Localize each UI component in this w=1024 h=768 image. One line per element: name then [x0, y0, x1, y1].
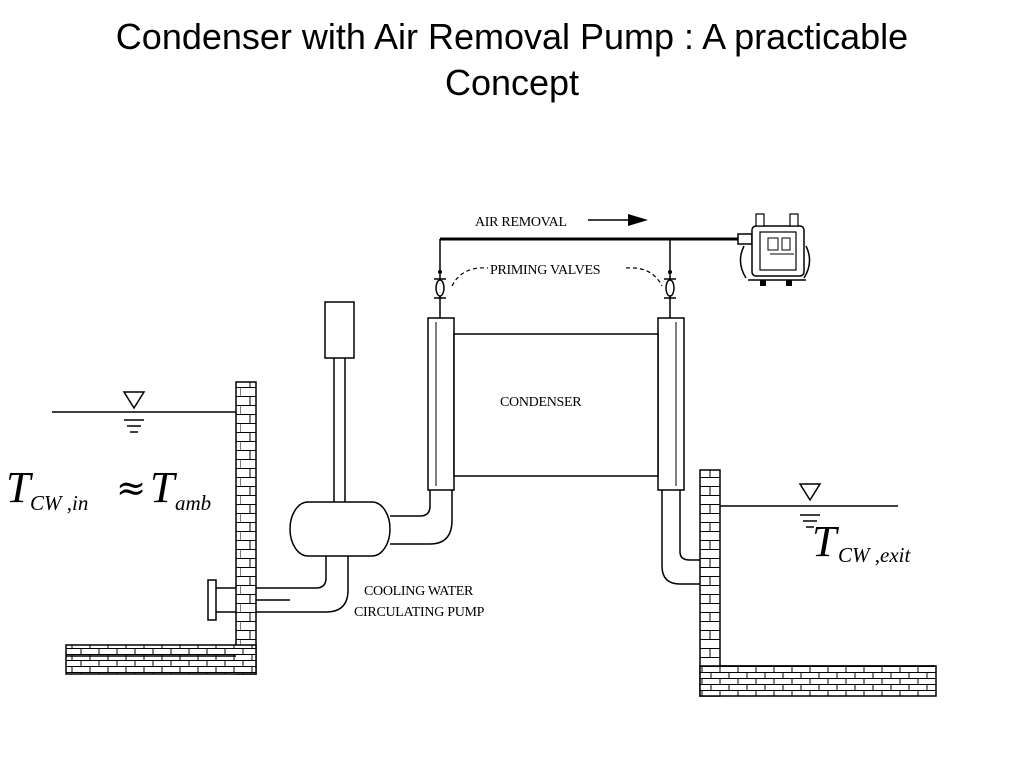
priming-valve-right-icon — [664, 270, 676, 299]
pump-motor-icon — [324, 301, 355, 359]
condenser-left-waterbox — [427, 317, 455, 491]
approx-symbol: ≈ — [116, 468, 146, 509]
right-water-level-icon — [798, 483, 822, 528]
pump-casing-icon — [289, 501, 391, 557]
ambient-T: T — [150, 463, 178, 512]
condenser-label: CONDENSER — [500, 395, 582, 410]
slide-title: Condenser with Air Removal Pump : A prac… — [0, 14, 1024, 106]
inlet-flange — [207, 579, 236, 621]
condenser: CONDENSER — [427, 317, 685, 491]
left-reservoir — [52, 381, 257, 675]
ambient-subscript: amb — [175, 491, 211, 515]
inlet-subscript: CW ,in — [30, 491, 88, 515]
left-brick-wall — [235, 381, 257, 675]
air-removal-label: AIR REMOVAL — [475, 215, 567, 230]
condenser-right-waterbox — [657, 317, 685, 491]
left-water-level-icon — [122, 391, 146, 433]
slide-title-line-1: Condenser with Air Removal Pump : A prac… — [115, 16, 909, 57]
right-reservoir — [699, 469, 937, 697]
circulating-pump — [256, 301, 453, 613]
slide-title-line-2: Concept — [444, 62, 580, 103]
exit-subscript: CW ,exit — [838, 543, 911, 567]
priming-valve-left-icon — [434, 270, 446, 299]
air-removal-line: PRIMING VALVES AIR REMOVAL — [434, 214, 760, 318]
inlet-temperature-equation: T CW ,in ≈ T amb — [6, 463, 211, 515]
air-removal-arrow-icon — [588, 214, 648, 226]
exit-temperature-equation: T CW ,exit — [812, 517, 911, 567]
pump-label-line-2: CIRCULATING PUMP — [354, 605, 485, 620]
vacuum-pump-icon — [737, 213, 811, 286]
right-brick-floor — [699, 665, 937, 697]
left-brick-floor — [65, 644, 257, 675]
pump-label-line-1: COOLING WATER — [364, 584, 474, 599]
condenser-shell — [453, 333, 659, 477]
inlet-T: T — [6, 463, 34, 512]
exit-T: T — [812, 517, 840, 566]
discharge-pipe — [661, 490, 700, 585]
right-brick-wall — [699, 469, 721, 697]
priming-valves-label: PRIMING VALVES — [490, 263, 600, 278]
